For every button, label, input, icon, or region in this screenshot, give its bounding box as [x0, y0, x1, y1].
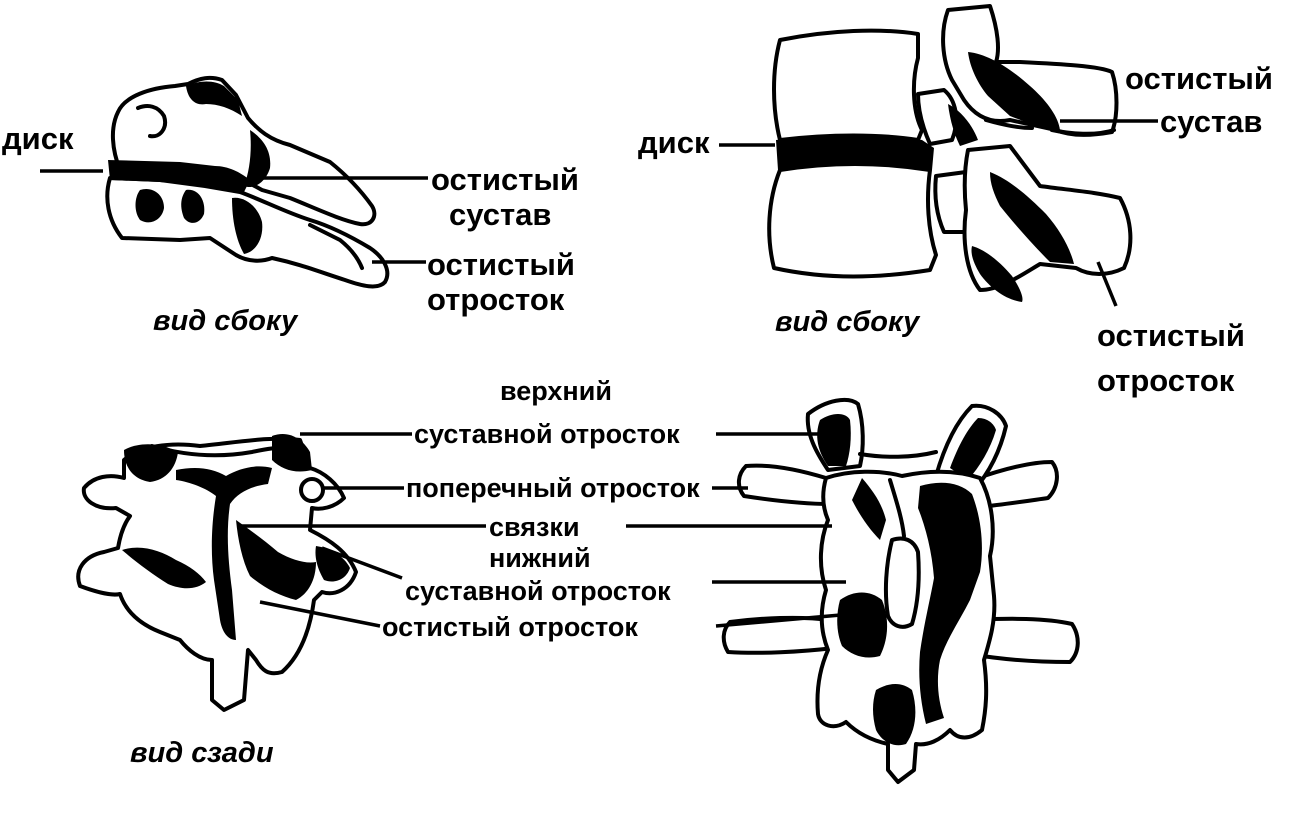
b-inferior-label-line1: нижний	[489, 543, 591, 573]
tr-spinous-leader	[1096, 261, 1118, 307]
top-left-labels: диск остистый сустав остистый отросток в…	[2, 121, 579, 337]
b-spinous-leader-left	[259, 600, 381, 628]
tl-spinous-label-line2: отросток	[427, 282, 565, 317]
top-right-vertebrae-drawing	[767, 4, 1133, 302]
b-spinous-leader-right	[715, 612, 853, 628]
tl-facet-label-line2: сустав	[449, 197, 551, 232]
tr-caption: вид сбоку	[775, 306, 921, 338]
bottom-labels: верхний суставной отросток поперечный от…	[130, 376, 853, 769]
b-spinous-label: остистый отросток	[382, 612, 638, 642]
tr-facet-label-line2: сустав	[1160, 104, 1262, 139]
b-superior-label-line1: верхний	[500, 376, 612, 406]
top-right-labels: диск остистый сустав остистый отросток в…	[638, 61, 1273, 398]
tl-caption: вид сбоку	[153, 305, 299, 337]
bottom-left-vertebrae-drawing	[76, 433, 358, 712]
tl-disc-label: диск	[2, 121, 74, 156]
bottom-right-vertebrae-drawing	[721, 397, 1080, 784]
tl-facet-label-line1: остистый	[431, 162, 579, 197]
b-superior-label-line2: суставной отросток	[414, 419, 680, 449]
b-transverse-label: поперечный отросток	[406, 473, 700, 503]
b-inferior-label-line2: суставной отросток	[405, 576, 671, 606]
b-inferior-leader-left	[321, 546, 403, 580]
b-ligaments-label: связки	[489, 512, 580, 542]
tr-facet-label-line1: остистый	[1125, 61, 1273, 96]
tr-spinous-label-line2: отросток	[1097, 363, 1235, 398]
tl-spinous-label-line1: остистый	[427, 247, 575, 282]
top-left-vertebrae-drawing	[105, 75, 390, 289]
tr-spinous-label-line1: остистый	[1097, 318, 1245, 353]
b-caption: вид сзади	[130, 737, 274, 769]
tr-disc-label: диск	[638, 125, 710, 160]
